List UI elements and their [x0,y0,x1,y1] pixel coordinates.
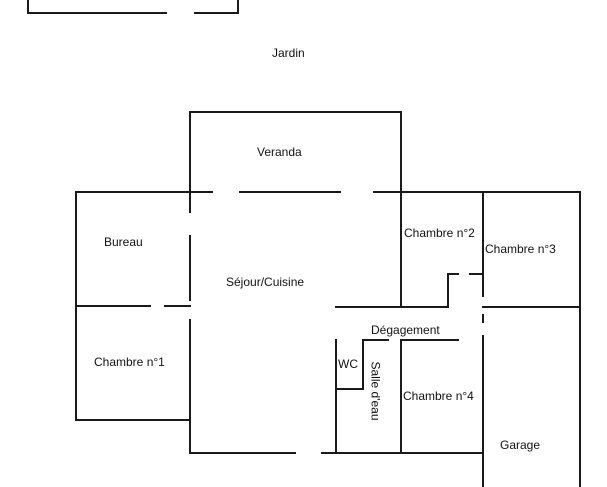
central-rooms-walls [335,191,484,487]
label-garage: Garage [500,438,541,452]
label-chambre-2: Chambre n°2 [404,226,475,240]
label-salle-eau: Salle d'eau [368,361,383,421]
west-rooms-walls [75,191,191,454]
label-veranda: Veranda [257,145,302,159]
label-wc: WC [338,357,358,371]
label-sejour-cuisine: Séjour/Cuisine [226,275,305,289]
label-degagement: Dégagement [371,323,440,337]
veranda-walls [189,111,402,193]
label-chambre-3: Chambre n°3 [485,242,556,256]
label-jardin: Jardin [272,46,305,60]
wc-walls [335,339,389,454]
east-rooms-walls [482,191,581,487]
label-bureau: Bureau [104,235,143,249]
label-chambre-1: Chambre n°1 [94,355,165,369]
outbuilding [27,0,239,14]
label-chambre-4: Chambre n°4 [403,389,474,403]
